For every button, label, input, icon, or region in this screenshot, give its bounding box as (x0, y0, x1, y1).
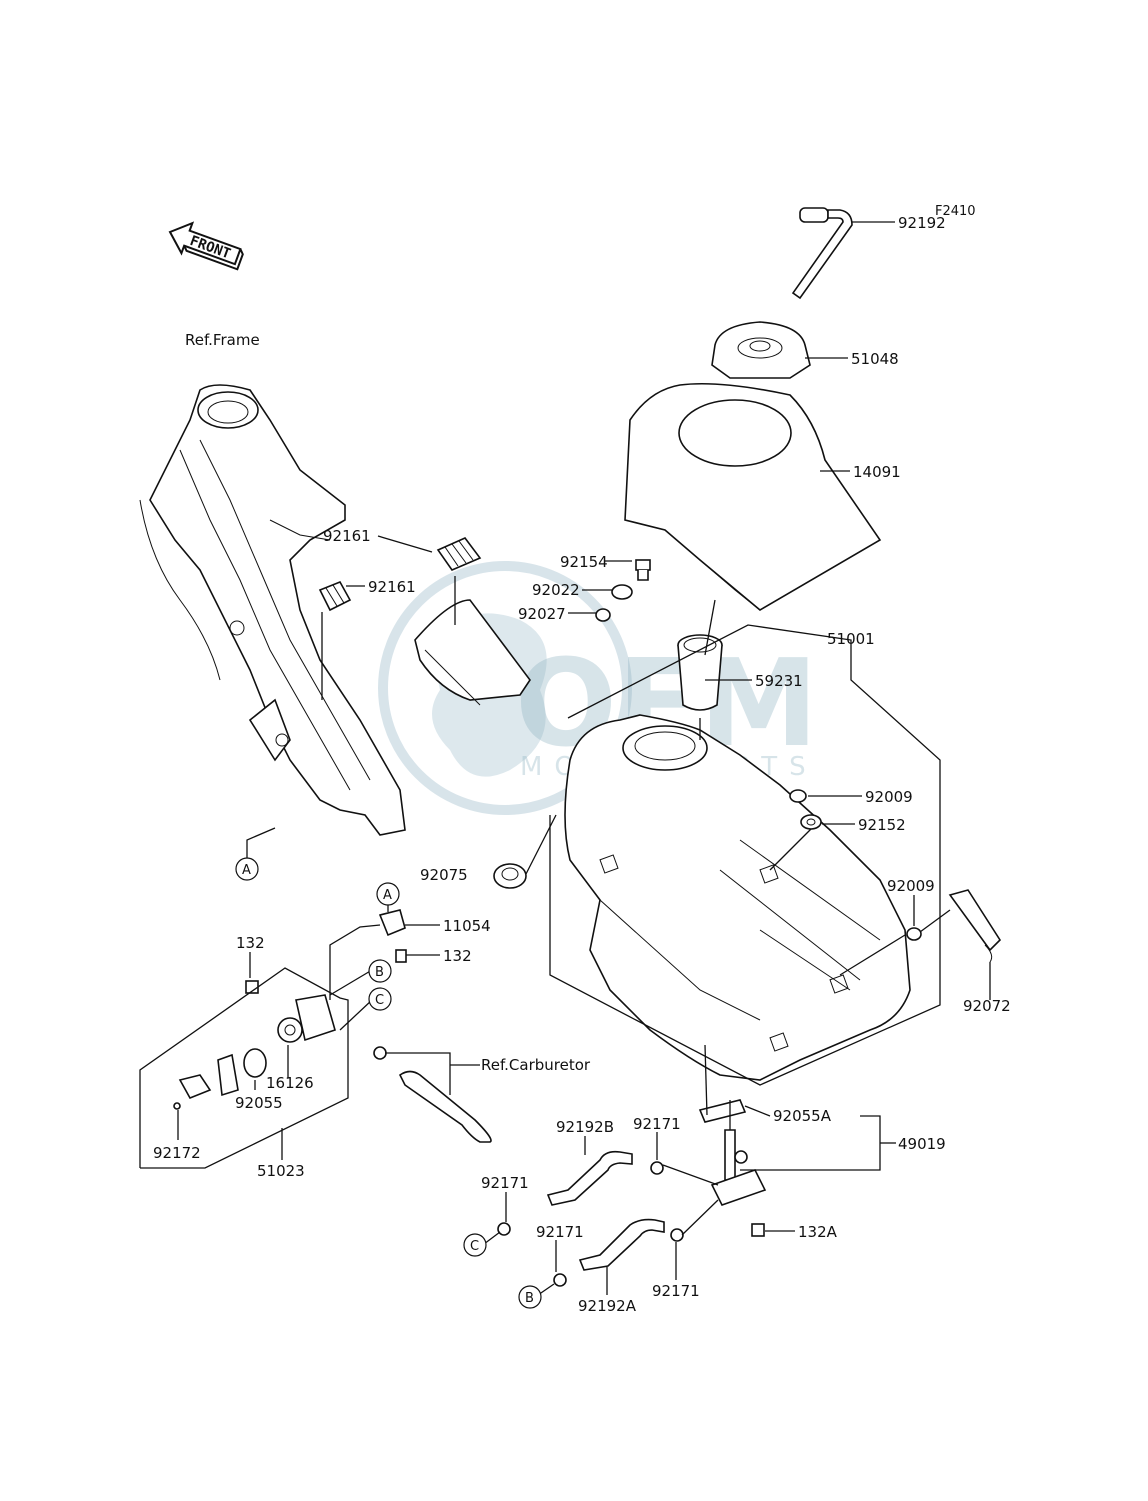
bolt-92009-upper (789, 789, 807, 803)
ref-letter-A-frame: A (235, 857, 259, 881)
fuel-cap-51048 (711, 321, 811, 379)
part-labels: 92192 51048 14091 Ref.Frame 92161 92161 … (153, 214, 1011, 1315)
frame-drawing (139, 384, 406, 836)
collar-92152 (800, 814, 822, 830)
label-59231: 59231 (755, 672, 803, 690)
label-92022: 92022 (532, 581, 580, 599)
label-92027: 92027 (518, 605, 566, 623)
strap-92072 (948, 889, 1002, 963)
washer-92022 (611, 584, 633, 600)
label-92192A: 92192A (578, 1297, 637, 1315)
label-49019: 49019 (898, 1135, 946, 1153)
label-51048: 51048 (851, 350, 899, 368)
fuel-cock-51023 (173, 994, 336, 1110)
watermark: OEM MOTORPARTS (378, 561, 818, 815)
collar-92027 (595, 608, 611, 622)
label-ref-frame: Ref.Frame (185, 331, 260, 349)
label-92152: 92152 (858, 816, 906, 834)
label-16126: 16126 (266, 1074, 314, 1092)
label-92171-right: 92171 (652, 1282, 700, 1300)
label-132-left: 132 (236, 934, 265, 952)
shroud-14091 (624, 382, 882, 611)
label-92009-lower: 92009 (887, 877, 935, 895)
label-92172: 92172 (153, 1144, 201, 1162)
hose-carburetor (373, 1046, 492, 1143)
ref-letter-C-cock: C (368, 987, 392, 1011)
fuel-tap-49019 (710, 1129, 767, 1206)
label-92192B: 92192B (556, 1118, 614, 1136)
label-ref-carburetor: Ref.Carburetor (481, 1056, 591, 1074)
ref-letter-B-hose: B (518, 1285, 542, 1309)
bolt-132-bracket (395, 949, 407, 963)
breather-hose-92192 (791, 207, 853, 300)
label-92192: 92192 (898, 214, 946, 232)
diagram-code: F2410 (935, 204, 976, 219)
label-92171-mid: 92171 (536, 1223, 584, 1241)
svg-text:C: C (470, 1239, 479, 1254)
bolt-92009-lower (906, 927, 922, 941)
clamps-92171 (497, 1161, 684, 1287)
label-92161-lower: 92161 (368, 578, 416, 596)
ref-letter-B-cock: B (368, 959, 392, 983)
ref-letter-A-bracket: A (376, 882, 400, 906)
label-92171-top: 92171 (633, 1115, 681, 1133)
filter-59231 (677, 634, 723, 711)
grommet-92075 (493, 863, 527, 889)
bolt-132A (751, 1223, 765, 1237)
ref-letter-C-hose: C (463, 1233, 487, 1257)
label-92154: 92154 (560, 553, 608, 571)
label-132-bracket: 132 (443, 947, 472, 965)
label-92055A: 92055A (773, 1107, 832, 1125)
fuel-tank-51001 (564, 714, 911, 1081)
label-11054: 11054 (443, 917, 491, 935)
front-arrow-icon: FRONT (168, 221, 244, 271)
damper-92161-upper (436, 537, 482, 571)
label-92009-upper: 92009 (865, 788, 913, 806)
svg-text:A: A (242, 863, 251, 878)
label-92171-left: 92171 (481, 1174, 529, 1192)
label-92075: 92075 (420, 866, 468, 884)
label-92161-upper: 92161 (323, 527, 371, 545)
svg-text:B: B (525, 1291, 534, 1306)
label-51001: 51001 (827, 630, 875, 648)
hose-92192B (546, 1150, 633, 1206)
svg-text:A: A (383, 888, 392, 903)
label-92072: 92072 (963, 997, 1011, 1015)
svg-text:B: B (375, 965, 384, 980)
label-51023: 51023 (257, 1162, 305, 1180)
label-14091: 14091 (853, 463, 901, 481)
hose-92192A (578, 1218, 665, 1271)
gasket-92055A (698, 1099, 747, 1123)
bracket-11054 (378, 909, 406, 937)
label-132A: 132A (798, 1223, 838, 1241)
label-92055: 92055 (235, 1094, 283, 1112)
svg-text:C: C (375, 993, 384, 1008)
damper-92161-lower (318, 580, 352, 612)
fender-drawing (414, 599, 531, 706)
bolt-92154 (635, 559, 651, 581)
leader-lines (139, 221, 991, 1296)
